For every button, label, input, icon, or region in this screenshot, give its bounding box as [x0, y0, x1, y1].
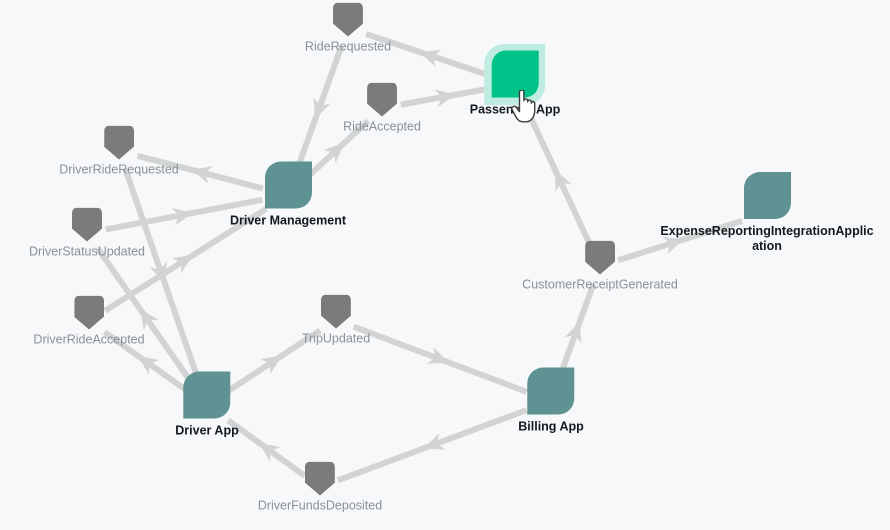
service-node-shape[interactable] — [484, 43, 546, 105]
event-shield-icon[interactable] — [320, 294, 351, 329]
event-shield-icon[interactable] — [72, 207, 102, 242]
service-node-shape[interactable] — [264, 161, 312, 209]
event-node-ride-requested[interactable]: RideRequested — [304, 2, 392, 54]
edge-arrowhead — [171, 207, 193, 226]
event-node-shape[interactable] — [72, 207, 102, 242]
event-node-shape[interactable] — [584, 240, 615, 275]
application-icon[interactable] — [264, 161, 312, 209]
service-node-driver-app[interactable]: Driver App — [175, 371, 239, 439]
application-icon[interactable] — [491, 50, 539, 98]
edge-arrowhead — [191, 166, 214, 184]
service-node-billing-app[interactable]: Billing App — [518, 367, 584, 435]
edge-arrowhead — [171, 255, 194, 274]
event-node-label: CustomerReceiptGenerated — [522, 277, 678, 292]
edge-arrowhead — [313, 97, 331, 120]
service-node-label: Passenger App — [469, 102, 561, 117]
event-node-shape[interactable] — [332, 2, 363, 37]
edge-arrowhead — [137, 355, 160, 375]
edge-arrowhead — [423, 432, 446, 450]
edge-arrowhead — [564, 321, 582, 344]
event-shield-icon[interactable] — [584, 240, 615, 275]
event-node-label: RideAccepted — [343, 119, 421, 134]
event-node-label: RideRequested — [304, 39, 392, 54]
event-node-label: DriverFundsDeposited — [257, 498, 383, 513]
service-node-label: ExpenseReportingIntegrationApplication — [660, 224, 874, 253]
event-node-customer-receipt-generated[interactable]: CustomerReceiptGenerated — [522, 240, 678, 292]
service-node-label: Driver Management — [229, 213, 347, 228]
event-shield-icon[interactable] — [332, 2, 363, 37]
edge-arrowhead — [259, 442, 281, 462]
event-node-shape[interactable] — [304, 461, 335, 496]
application-icon[interactable] — [527, 367, 575, 415]
service-node-shape[interactable] — [183, 371, 231, 419]
event-shield-icon[interactable] — [73, 295, 104, 330]
edge-arrowhead — [260, 355, 282, 375]
edge-arrowhead — [419, 49, 442, 67]
service-node-passenger-app[interactable]: Passenger App — [469, 43, 561, 118]
event-node-driver-ride-accepted[interactable]: DriverRideAccepted — [33, 295, 145, 347]
event-node-driver-ride-requested[interactable]: DriverRideRequested — [59, 125, 179, 177]
event-node-label: DriverStatusUpdated — [28, 244, 146, 259]
event-node-shape[interactable] — [103, 125, 134, 160]
edge-arrowhead — [139, 308, 159, 331]
service-node-shape[interactable] — [743, 172, 791, 219]
edge-arrowhead — [434, 89, 456, 108]
event-node-driver-status-updated[interactable]: DriverStatusUpdated — [28, 207, 146, 259]
edge-arrowhead — [661, 236, 684, 255]
service-node-shape[interactable] — [527, 367, 575, 415]
event-node-ride-accepted[interactable]: RideAccepted — [343, 82, 421, 134]
event-shield-icon[interactable] — [366, 82, 397, 117]
event-shield-icon[interactable] — [304, 461, 335, 496]
service-node-driver-management[interactable]: Driver Management — [229, 161, 347, 229]
event-node-trip-updated[interactable]: TripUpdated — [301, 294, 371, 346]
service-node-label: Driver App — [175, 423, 239, 438]
event-node-label: TripUpdated — [301, 331, 371, 346]
edge-arrowhead — [555, 170, 572, 192]
event-node-driver-funds-deposited[interactable]: DriverFundsDeposited — [257, 461, 383, 513]
event-node-shape[interactable] — [320, 294, 351, 329]
event-node-shape[interactable] — [366, 82, 397, 117]
service-node-expense-reporting-integration-application[interactable]: ExpenseReportingIntegrationApplication — [659, 172, 875, 254]
service-node-label: Billing App — [518, 419, 584, 434]
application-icon[interactable] — [183, 371, 231, 419]
event-node-label: DriverRideRequested — [59, 162, 179, 177]
event-shield-icon[interactable] — [103, 125, 134, 160]
event-node-label: DriverRideAccepted — [33, 332, 145, 347]
edge-arrowhead — [323, 143, 345, 164]
event-node-shape[interactable] — [73, 295, 104, 330]
edge-arrowhead — [426, 346, 449, 364]
application-icon[interactable] — [743, 172, 791, 219]
